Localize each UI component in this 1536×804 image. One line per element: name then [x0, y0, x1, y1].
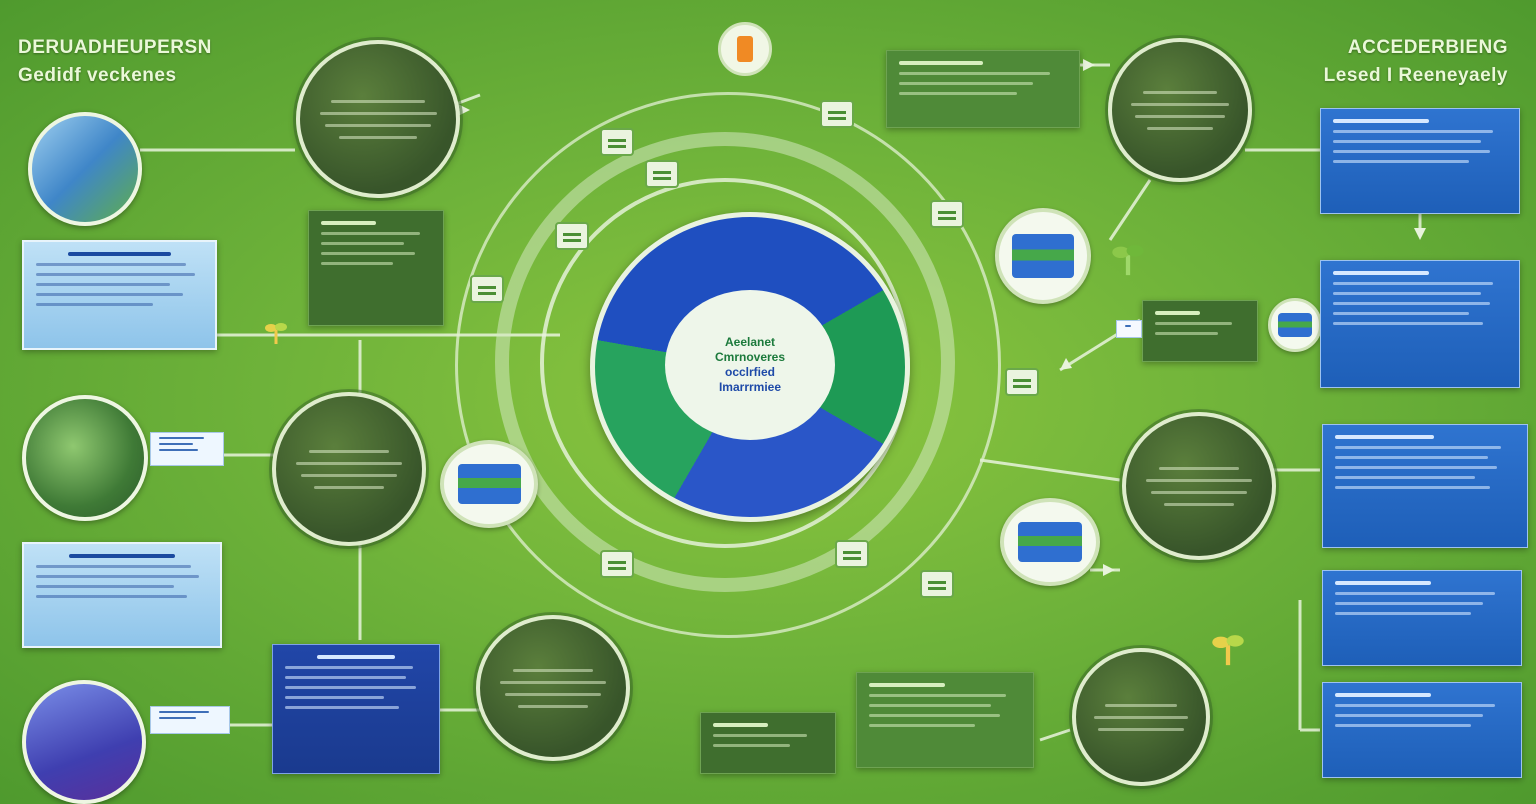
panel-top-right-text: [886, 50, 1080, 128]
label-tag: [150, 706, 230, 734]
title-right: ACCEDERBIENG Lesed I Reeneyaely: [1324, 34, 1508, 89]
label-tag: [150, 432, 224, 466]
title-right-line1: ACCEDERBIENG: [1347, 37, 1508, 58]
ring-icon: [600, 550, 634, 578]
core-line1: Aeelanet: [724, 335, 776, 349]
top-leaf-icon: [718, 22, 772, 76]
bubble-bottom-center: [476, 615, 630, 761]
core-line4: Imarrrmiee: [718, 380, 782, 394]
ring-icon: [835, 540, 869, 568]
label-tag: [1116, 320, 1142, 338]
badge-chart-icon: [995, 208, 1091, 304]
panel-left-2: [22, 542, 222, 648]
bubble-top-left: [296, 40, 460, 198]
core-label: Aeelanet Cmrnoveres occlrfied Imarrrmiee: [665, 290, 835, 440]
sprout-icon: [1112, 245, 1144, 276]
sprout-icon: [1212, 635, 1244, 666]
ring-icon: [1005, 368, 1039, 396]
sprout-icon: [265, 323, 287, 344]
panel-bottom-left: [272, 644, 440, 774]
greenhouse-photo-icon: [22, 395, 148, 521]
ring-icon: [470, 275, 504, 303]
cloud-photo-icon: [22, 680, 146, 804]
ring-icon: [645, 160, 679, 188]
ring-icon: [555, 222, 589, 250]
bubble-top-right: [1108, 38, 1252, 182]
core-line3: occlrfied: [724, 365, 775, 379]
title-left: DERUADHEUPERSN Gedidf veckenes: [18, 34, 212, 89]
bubble-mid-right: [1122, 412, 1276, 560]
panel-center-right: [1142, 300, 1258, 362]
ring-icon: [820, 100, 854, 128]
ring-icon: [920, 570, 954, 598]
bubble-mid-left: [272, 392, 426, 546]
title-right-line2: Lesed I Reeneyaely: [1323, 64, 1508, 86]
outer-ring: [455, 92, 1001, 638]
title-left-line2: Gedidf veckenes: [18, 64, 177, 86]
panel-bottom-center: [700, 712, 836, 774]
panel-right-3: [1322, 424, 1528, 548]
badge-map-icon: [440, 440, 538, 528]
bubble-bottom-right: [1072, 648, 1210, 786]
core-line2: Cmrnoveres: [714, 350, 786, 364]
badge-chart-icon: [1000, 498, 1100, 586]
ring-icon: [600, 128, 634, 156]
panel-right-2: [1320, 260, 1520, 388]
panel-right-1: [1320, 108, 1520, 214]
panel-right-5: [1322, 682, 1522, 778]
ring-icon: [930, 200, 964, 228]
badge-small-icon: [1268, 298, 1322, 352]
panel-left-1: [22, 240, 217, 350]
title-left-line1: DERUADHEUPERSN: [18, 37, 212, 58]
laptop-photo-icon: [28, 112, 142, 226]
panel-right-4: [1322, 570, 1522, 666]
panel-bottom-center-right: [856, 672, 1034, 768]
panel-center-left: [308, 210, 444, 326]
